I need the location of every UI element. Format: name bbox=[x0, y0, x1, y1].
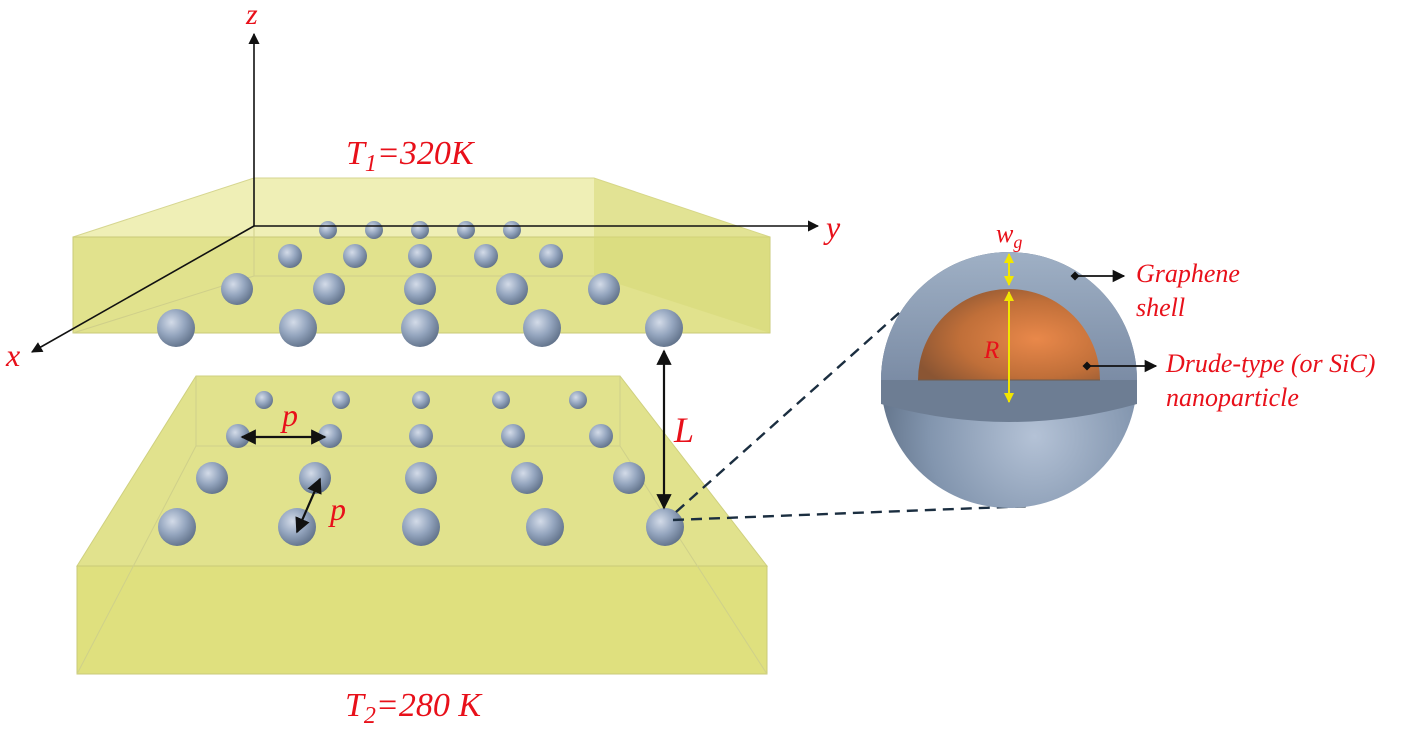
nanoparticle bbox=[569, 391, 587, 409]
zoom-line-upper bbox=[675, 279, 937, 513]
nanoparticle bbox=[409, 424, 433, 448]
top-slab bbox=[72, 177, 771, 334]
zoom-line-lower bbox=[672, 504, 1033, 522]
x-axis bbox=[31, 225, 255, 353]
nanoparticle bbox=[646, 508, 684, 546]
nanoparticle bbox=[319, 221, 337, 239]
radius-label: R bbox=[983, 337, 999, 364]
nanoparticle bbox=[645, 309, 683, 347]
nanoparticle bbox=[613, 462, 645, 494]
z-axis-label: z bbox=[245, 0, 258, 31]
nanoparticle bbox=[404, 273, 436, 305]
nanoparticle bbox=[412, 391, 430, 409]
nanoparticle bbox=[501, 424, 525, 448]
core-callout-line1: Drude-type (or SiC) bbox=[1165, 349, 1375, 378]
shell-width-label: wg bbox=[996, 219, 1022, 252]
period-label-horizontal: p bbox=[280, 397, 298, 433]
nanoparticle bbox=[539, 244, 563, 268]
top-particle-array bbox=[157, 221, 683, 347]
x-axis-label: x bbox=[5, 337, 20, 373]
gap-label: L bbox=[673, 410, 694, 450]
nanoparticle bbox=[588, 273, 620, 305]
nanoparticle bbox=[405, 462, 437, 494]
coordinate-axes: z y x bbox=[5, 0, 841, 373]
nanoparticle bbox=[332, 391, 350, 409]
nanoparticle bbox=[474, 244, 498, 268]
nanoparticle bbox=[492, 391, 510, 409]
nanoparticle bbox=[589, 424, 613, 448]
bottom-temperature-label: T2=280 K bbox=[345, 687, 483, 729]
nanoparticle bbox=[411, 221, 429, 239]
nanoparticle bbox=[255, 391, 273, 409]
nanoparticle bbox=[158, 508, 196, 546]
nanoparticle bbox=[408, 244, 432, 268]
nanoparticle bbox=[221, 273, 253, 305]
nanoparticle bbox=[343, 244, 367, 268]
nanoparticle bbox=[457, 221, 475, 239]
nanoparticle bbox=[523, 309, 561, 347]
nanoparticle bbox=[279, 309, 317, 347]
period-arrow-diagonal bbox=[295, 477, 322, 534]
shell-callout-line2: shell bbox=[1136, 293, 1185, 322]
nanoparticle bbox=[365, 221, 383, 239]
nanoparticle bbox=[503, 221, 521, 239]
nanoparticle bbox=[402, 508, 440, 546]
nanoparticle bbox=[313, 273, 345, 305]
nanoparticle bbox=[511, 462, 543, 494]
core-callout-line2: nanoparticle bbox=[1166, 383, 1299, 412]
nanoparticle bbox=[157, 309, 195, 347]
nanoparticle bbox=[278, 244, 302, 268]
shell-callout-line1: Graphene bbox=[1136, 259, 1240, 288]
nanoparticle bbox=[401, 309, 439, 347]
period-label-diagonal: p bbox=[328, 491, 346, 527]
nanoparticle bbox=[196, 462, 228, 494]
nanoparticle bbox=[496, 273, 528, 305]
nanoparticle bbox=[526, 508, 564, 546]
top-temperature-label: T1=320K bbox=[346, 135, 476, 177]
core-shell-nanoparticle: R wg bbox=[881, 219, 1137, 508]
y-axis-label: y bbox=[823, 209, 841, 245]
nanoparticle bbox=[278, 508, 316, 546]
